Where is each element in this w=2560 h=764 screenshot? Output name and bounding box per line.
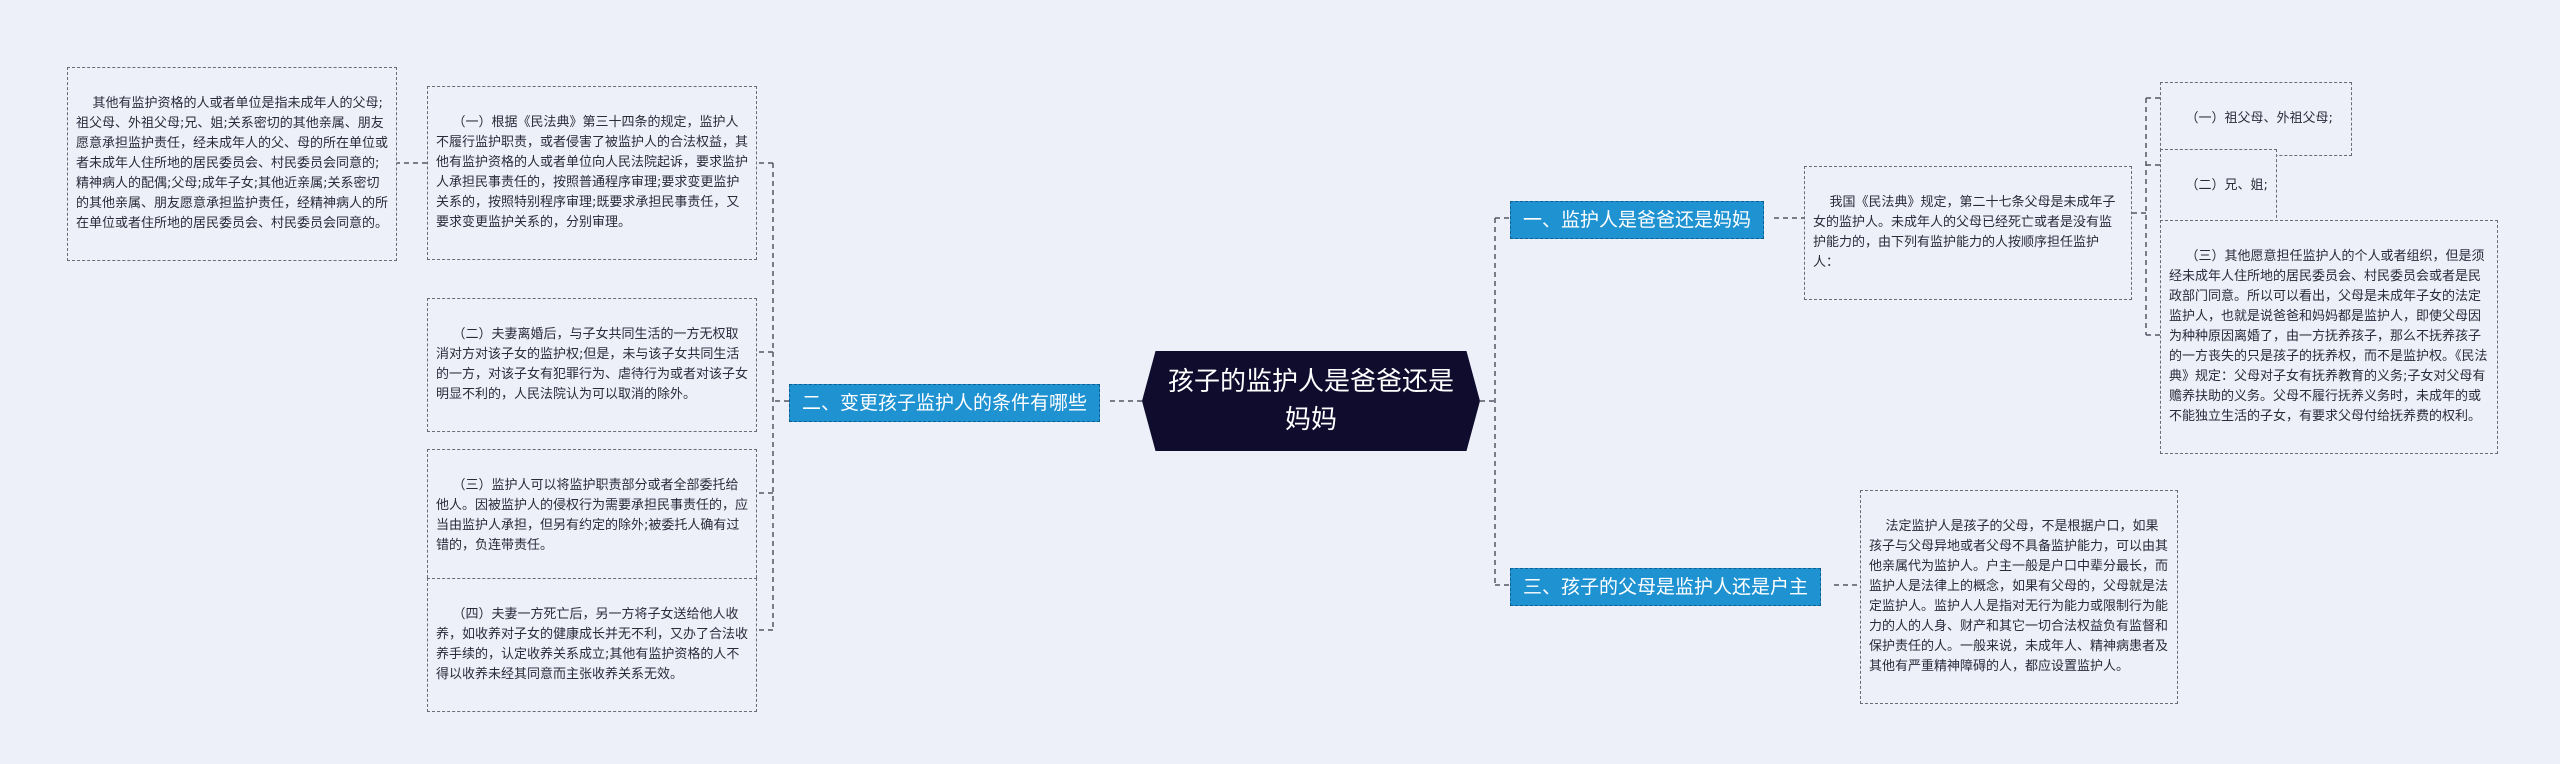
root-title: 孩子的监护人是爸爸还是妈妈 <box>1167 367 1454 435</box>
article-34-item: （一）根据《民法典》第三十四条的规定，监护人不履行监护职责，或者侵害了被监护人的… <box>427 86 757 260</box>
note-text: 其他有监护资格的人或者单位是指未成年人的父母;祖父母、外祖父母;兄、姐;关系密切… <box>76 96 389 231</box>
root-topic[interactable]: 孩子的监护人是爸爸还是妈妈 <box>1142 351 1480 451</box>
branch-guardian-dad-or-mom[interactable]: 一、监护人是爸爸还是妈妈 <box>1510 201 1765 239</box>
other-guardian-item: （三）其他愿意担任监护人的个人或者组织，但是须经未成年人住所地的居民委员会、村民… <box>2160 220 2498 454</box>
detail-text: 法定监护人是孩子的父母，不是根据户口，如果孩子与父母异地或者父母不具备监护能力，… <box>1869 519 2169 674</box>
divorce-guardianship-item: （二）夫妻离婚后，与子女共同生活的一方无权取消对方对该子女的监护权;但是，未与该… <box>427 298 757 432</box>
civil-code-article-27-box: 我国《民法典》规定，第二十七条父母是未成年子女的监护人。未成年人的父母已经死亡或… <box>1804 166 2132 300</box>
guardian-qualification-note: 其他有监护资格的人或者单位是指未成年人的父母;祖父母、外祖父母;兄、姐;关系密切… <box>67 67 397 261</box>
item-text: （三）其他愿意担任监护人的个人或者组织，但是须经未成年人住所地的居民委员会、村民… <box>2169 249 2488 424</box>
adoption-item: （四）夫妻一方死亡后，另一方将子女送给他人收养，如收养对子女的健康成长并无不利，… <box>427 578 757 712</box>
siblings-item: （二）兄、姐; <box>2160 149 2277 223</box>
item-text: （三）监护人可以将监护职责部分或者全部委托给他人。因被监护人的侵权行为需要承担民… <box>436 478 749 553</box>
detail-text: 我国《民法典》规定，第二十七条父母是未成年子女的监护人。未成年人的父母已经死亡或… <box>1813 195 2116 270</box>
legal-guardian-explanation-box: 法定监护人是孩子的父母，不是根据户口，如果孩子与父母异地或者父母不具备监护能力，… <box>1860 490 2178 704</box>
item-text: （四）夫妻一方死亡后，另一方将子女送给他人收养，如收养对子女的健康成长并无不利，… <box>436 607 749 682</box>
item-text: （一）根据《民法典》第三十四条的规定，监护人不履行监护职责，或者侵害了被监护人的… <box>436 115 749 230</box>
item-text: （二）夫妻离婚后，与子女共同生活的一方无权取消对方对该子女的监护权;但是，未与该… <box>436 327 749 402</box>
branch-change-guardian-conditions[interactable]: 二、变更孩子监护人的条件有哪些 <box>789 384 1101 422</box>
item-text: （一）祖父母、外祖父母; <box>2185 111 2333 126</box>
delegation-item: （三）监护人可以将监护职责部分或者全部委托给他人。因被监护人的侵权行为需要承担民… <box>427 449 757 583</box>
item-text: （二）兄、姐; <box>2185 178 2268 193</box>
branch-parents-or-household-head[interactable]: 三、孩子的父母是监护人还是户主 <box>1510 568 1822 606</box>
branch-label: 三、孩子的父母是监护人还是户主 <box>1523 576 1809 598</box>
branch-label: 一、监护人是爸爸还是妈妈 <box>1523 209 1752 231</box>
grandparents-item: （一）祖父母、外祖父母; <box>2160 82 2352 156</box>
branch-label: 二、变更孩子监护人的条件有哪些 <box>802 392 1088 414</box>
